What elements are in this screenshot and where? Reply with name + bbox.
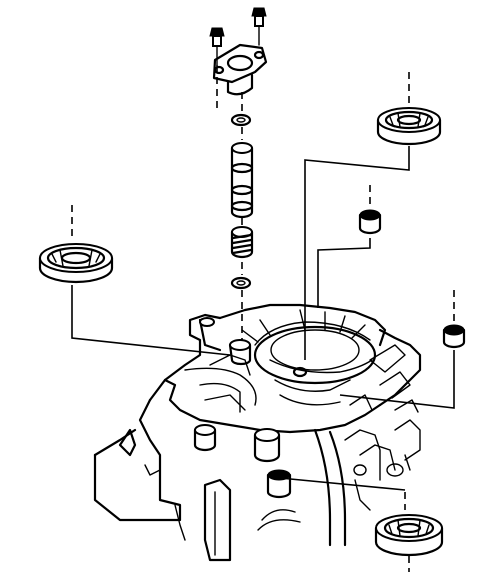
o-ring-upper [230, 113, 252, 127]
cover-plate [212, 43, 268, 96]
o-ring-lower [230, 276, 252, 290]
seal-cap-right [442, 324, 466, 349]
bearing-left-leader [71, 285, 231, 356]
bolt-left [209, 27, 225, 66]
seal-cap-right-leader [339, 350, 455, 409]
housing [93, 303, 422, 562]
bolt-right [251, 7, 267, 46]
seal-cap-upper [358, 209, 382, 235]
spring [230, 226, 254, 259]
bearing-upper-right [376, 107, 442, 146]
sleeve [230, 142, 254, 219]
bearing-lower-right [374, 514, 444, 557]
seal-cap-upper-leader [317, 238, 371, 308]
bearing-lower-right-leader [279, 477, 406, 491]
lower-plug [257, 469, 301, 531]
bearing-left [38, 243, 114, 284]
bearing-upper-right-leader [304, 146, 410, 360]
